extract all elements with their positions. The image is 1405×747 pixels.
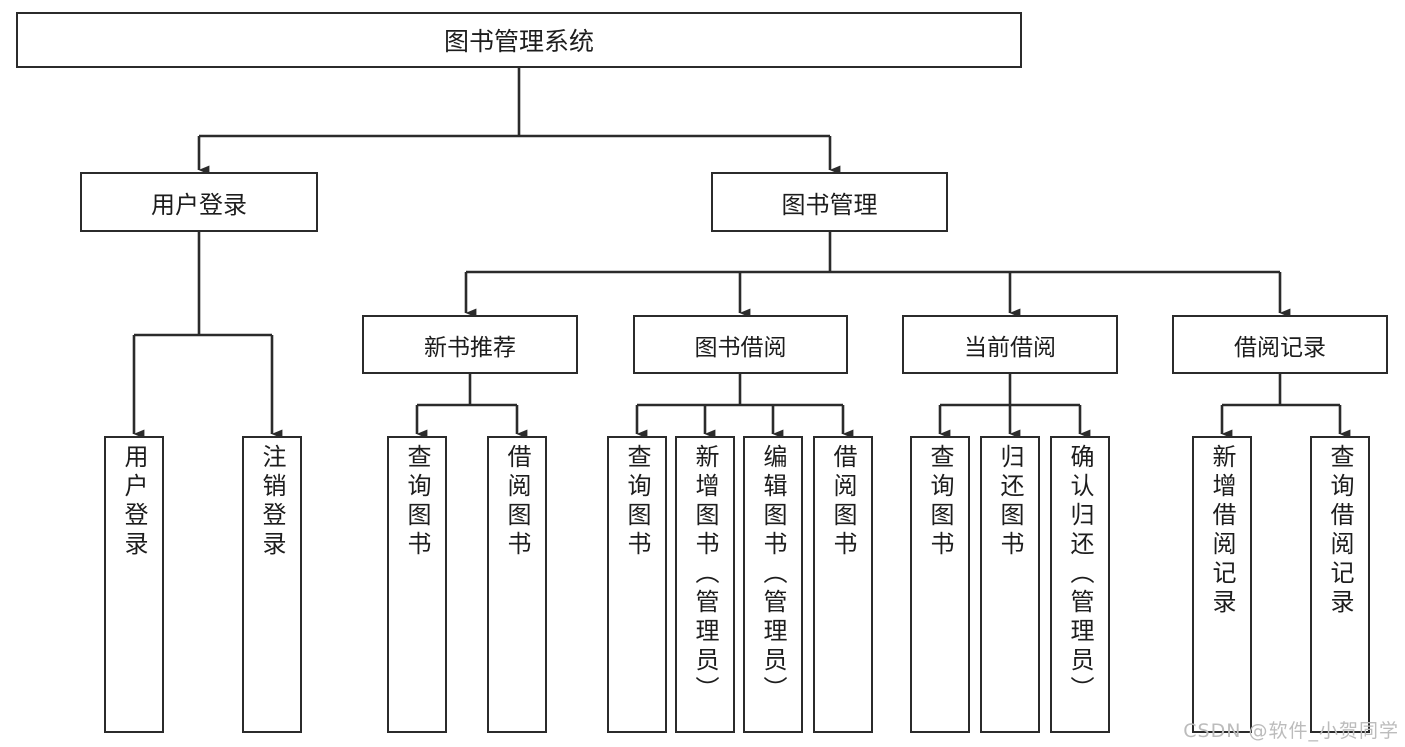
leaf-current-borrow-query[interactable]: 查询图书 xyxy=(910,436,970,733)
node-label: 用户登录 xyxy=(151,190,247,219)
node-label: 图书借阅 xyxy=(694,334,787,361)
node-root-system[interactable]: 图书管理系统 xyxy=(16,12,1022,68)
node-label: 查询图书 xyxy=(926,444,954,560)
node-label: 确认归还（管理员） xyxy=(1066,444,1094,705)
leaf-book-borrow-add[interactable]: 新增图书（管理员） xyxy=(675,436,735,733)
node-label: 借阅记录 xyxy=(1234,334,1326,361)
node-user-login[interactable]: 用户登录 xyxy=(80,172,318,232)
leaf-book-borrow-lend[interactable]: 借阅图书 xyxy=(813,436,873,733)
leaf-user-login-signout[interactable]: 注销登录 xyxy=(242,436,302,733)
node-current-borrow[interactable]: 当前借阅 xyxy=(902,315,1118,374)
leaf-book-borrow-query[interactable]: 查询图书 xyxy=(607,436,667,733)
node-borrow-record[interactable]: 借阅记录 xyxy=(1172,315,1388,374)
leaf-borrow-record-add[interactable]: 新增借阅记录 xyxy=(1192,436,1252,733)
node-label: 查询借阅记录 xyxy=(1326,444,1354,618)
node-label: 图书管理 xyxy=(781,190,878,219)
leaf-new-book-borrow[interactable]: 借阅图书 xyxy=(487,436,547,733)
node-label: 新书推荐 xyxy=(424,334,516,361)
leaf-book-borrow-edit[interactable]: 编辑图书（管理员） xyxy=(743,436,803,733)
node-label: 借阅图书 xyxy=(503,444,531,560)
node-label: 新增借阅记录 xyxy=(1208,444,1236,618)
node-label: 新增图书（管理员） xyxy=(691,444,719,705)
leaf-current-borrow-return[interactable]: 归还图书 xyxy=(980,436,1040,733)
leaf-new-book-query[interactable]: 查询图书 xyxy=(387,436,447,733)
node-label: 查询图书 xyxy=(623,444,651,560)
node-label: 查询图书 xyxy=(403,444,431,560)
node-label: 编辑图书（管理员） xyxy=(759,444,787,705)
node-book-borrow[interactable]: 图书借阅 xyxy=(633,315,848,374)
leaf-user-login-signin[interactable]: 用户登录 xyxy=(104,436,164,733)
node-label: 当前借阅 xyxy=(964,334,1056,361)
csdn-watermark: CSDN @软件_小贺同学 xyxy=(1183,720,1399,742)
node-label: 图书管理系统 xyxy=(443,27,594,56)
leaf-borrow-record-query[interactable]: 查询借阅记录 xyxy=(1310,436,1370,733)
node-new-book-recommend[interactable]: 新书推荐 xyxy=(362,315,578,374)
node-label: 归还图书 xyxy=(996,444,1024,560)
node-label: 用户登录 xyxy=(120,444,148,560)
node-label: 注销登录 xyxy=(258,444,286,560)
leaf-current-borrow-confirm-return[interactable]: 确认归还（管理员） xyxy=(1050,436,1110,733)
node-label: 借阅图书 xyxy=(829,444,857,560)
node-book-management[interactable]: 图书管理 xyxy=(711,172,948,232)
